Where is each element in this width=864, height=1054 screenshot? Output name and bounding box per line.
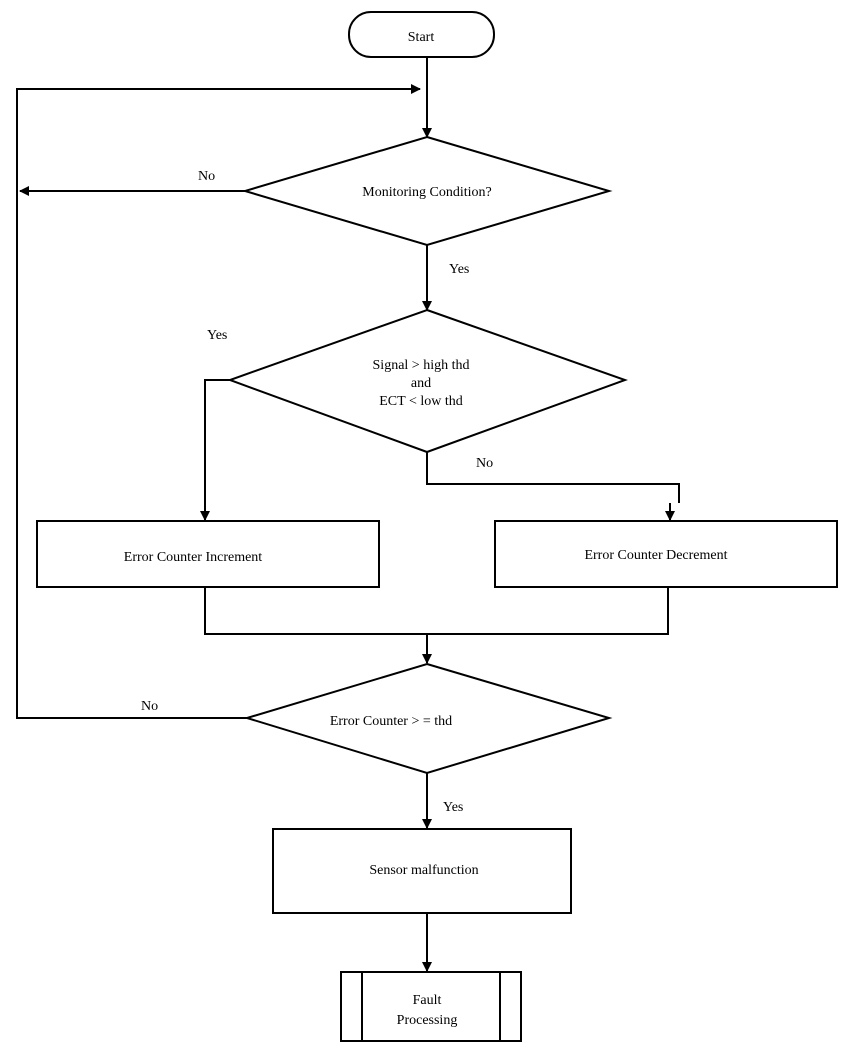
connector-signal-no [426, 452, 680, 503]
decrement-label: Error Counter Decrement [584, 548, 727, 563]
monitoring-yes-label: Yes [449, 262, 469, 277]
monitoring-no-label: No [198, 169, 215, 184]
counter-yes-label: Yes [443, 800, 463, 815]
start-label: Start [408, 30, 435, 45]
counter-label: Error Counter > = thd [330, 714, 452, 729]
start-node: Start [348, 11, 495, 58]
fault-label-line2: Processing [397, 1013, 458, 1028]
fault-process: Fault Processing [340, 971, 522, 1042]
malfunction-process: Sensor malfunction [272, 828, 572, 914]
increment-process: Error Counter Increment [36, 520, 380, 588]
connector-loop-back [16, 84, 421, 719]
malfunction-label: Sensor malfunction [369, 863, 478, 878]
signal-yes-label: Yes [207, 328, 227, 343]
signal-label-line2: and [411, 376, 431, 391]
decrement-process: Error Counter Decrement [494, 520, 838, 588]
connector-merge [204, 587, 669, 635]
signal-decision: Signal > high thd and ECT < low thd [227, 308, 628, 454]
counter-no-label: No [141, 699, 158, 714]
counter-decision: Error Counter > = thd [243, 662, 613, 775]
fault-label-line1: Fault [413, 993, 442, 1008]
signal-no-label: No [476, 456, 493, 471]
connector-signal-yes [200, 379, 230, 521]
signal-label-line3: ECT < low thd [379, 394, 462, 409]
monitoring-decision: Monitoring Condition? [241, 135, 613, 247]
signal-label-line1: Signal > high thd [373, 358, 470, 373]
monitoring-label: Monitoring Condition? [362, 185, 492, 200]
increment-label: Error Counter Increment [124, 550, 262, 565]
